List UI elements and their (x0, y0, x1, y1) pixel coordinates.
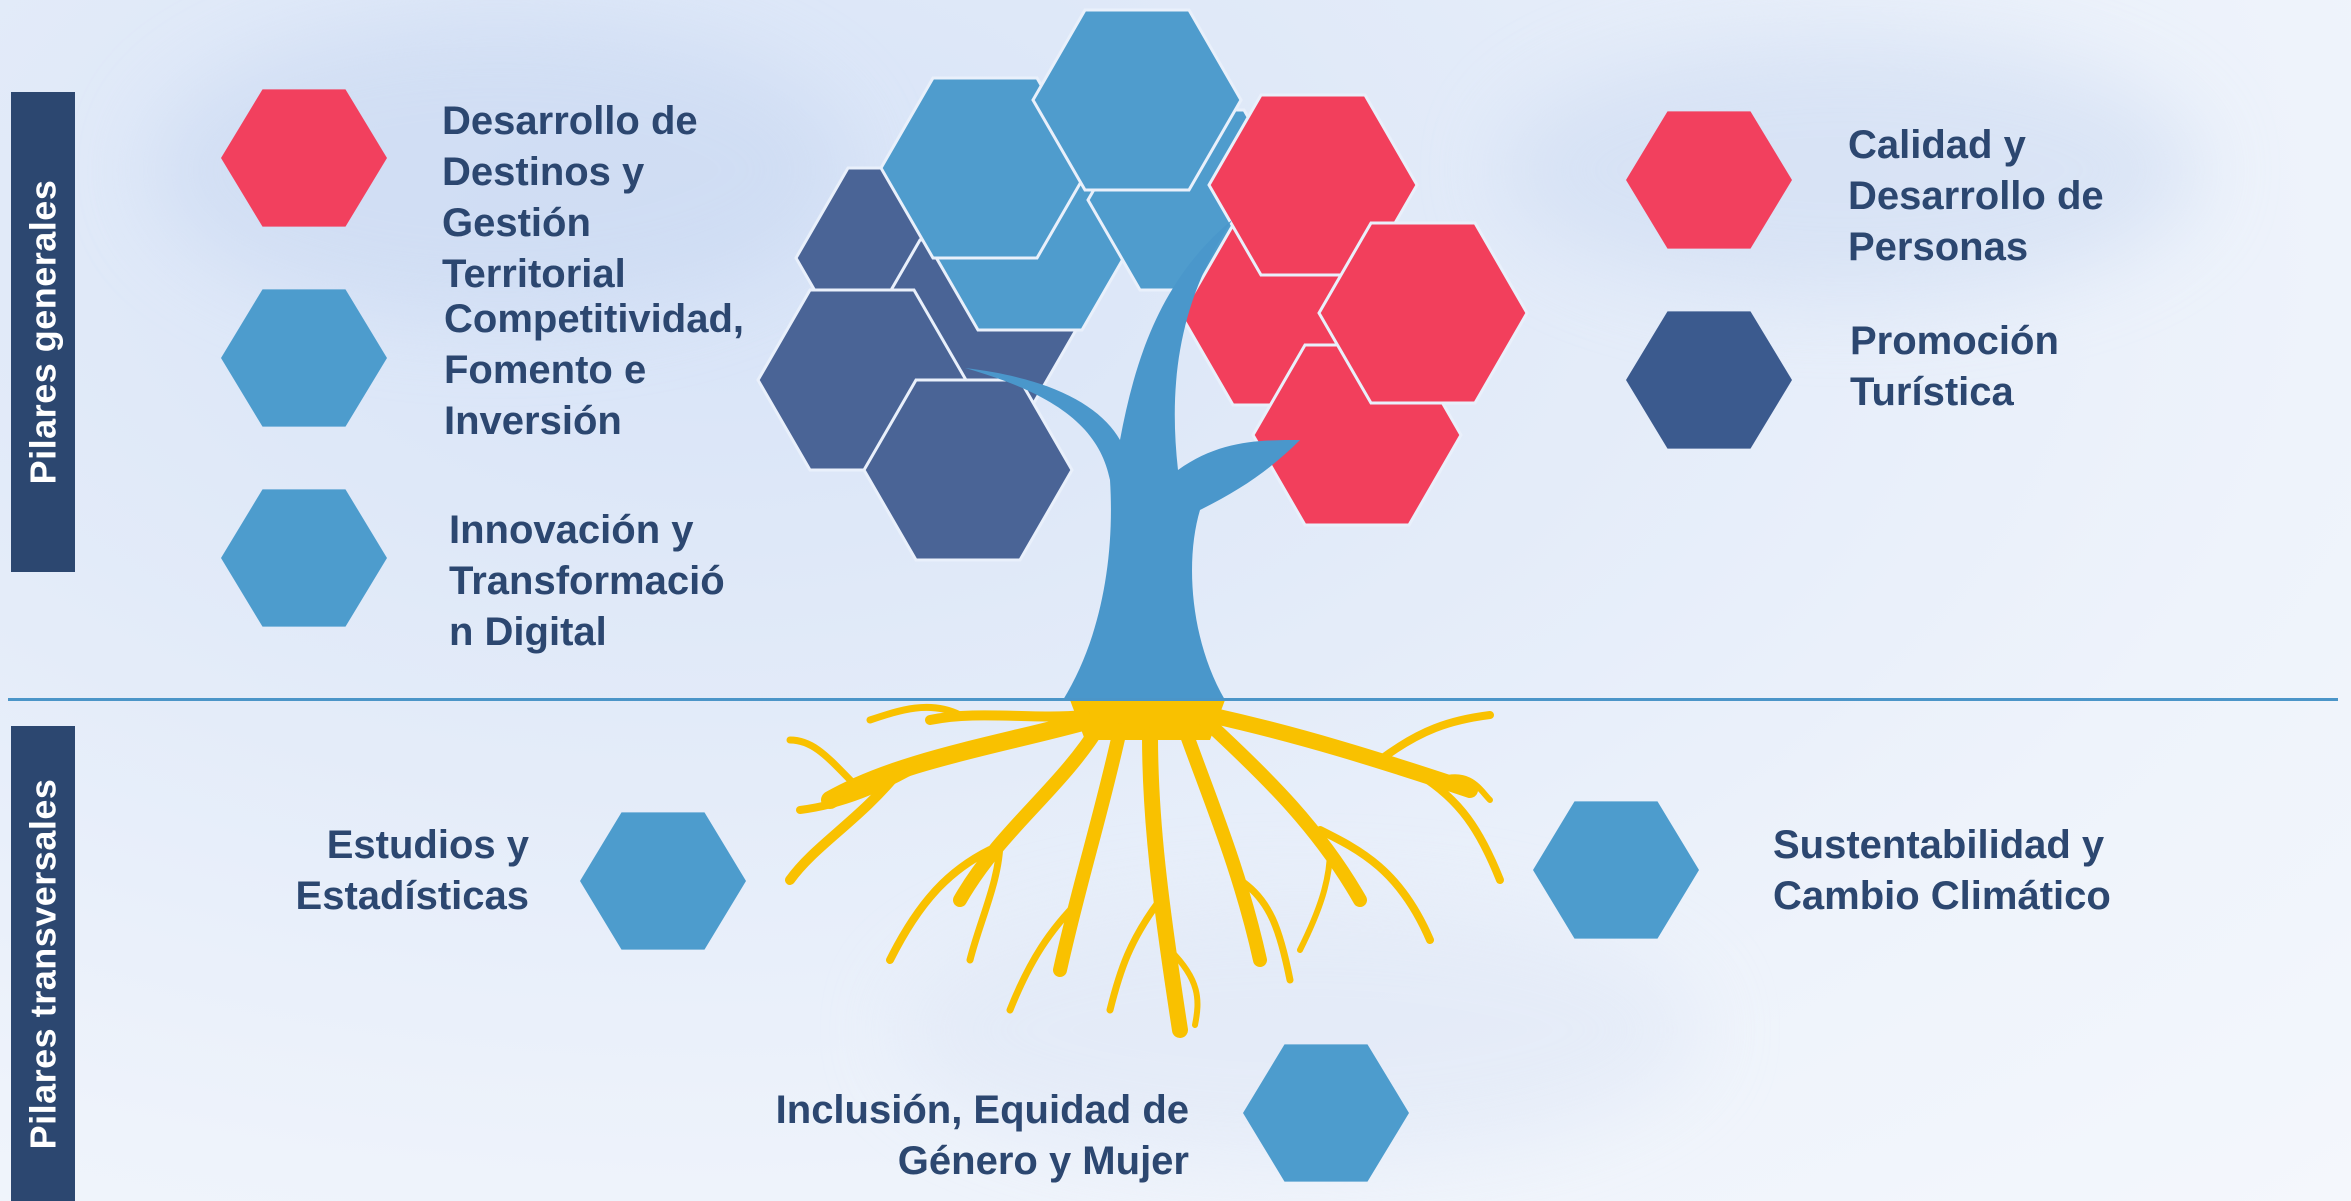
tree-trunk (965, 220, 1300, 700)
pillar-label-innovacion: Innovación y Transformació n Digital (449, 508, 725, 654)
pillar-label-desarrollo-destinos: Desarrollo de Destinos y Gestión Territo… (442, 99, 698, 296)
pillar-label-calidad-personas: Calidad y Desarrollo de Personas (1848, 123, 2104, 269)
horizontal-divider (8, 698, 2338, 701)
pillar-label-sustentabilidad: Sustentabilidad y Cambio Climático (1773, 823, 2111, 918)
side-label-general: Pilares generales (11, 92, 75, 572)
pillar-label-estudios: Estudios y Estadísticas (295, 823, 529, 918)
background-cloud (1500, 40, 2200, 300)
pillar-label-competitividad: Competitividad, Fomento e Inversión (444, 297, 745, 443)
pillar-label-promocion: Promoción Turística (1850, 319, 2059, 414)
pillar-hexagon-innovacion (221, 489, 387, 627)
side-label-transversal: Pilares transversales (11, 726, 75, 1201)
pillar-hexagon-estudios (580, 812, 746, 950)
tree-roots (785, 700, 1504, 1038)
pillar-label-inclusion: Inclusión, Equidad de Género y Mujer (775, 1088, 1189, 1183)
